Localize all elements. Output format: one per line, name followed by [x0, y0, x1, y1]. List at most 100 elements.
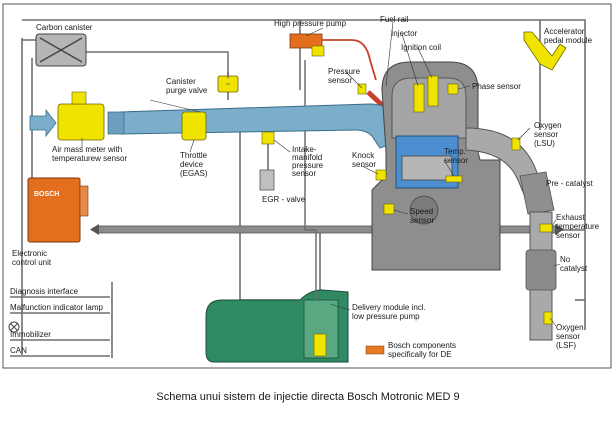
label-ecu: Electronic control unit [12, 249, 52, 267]
label-high-pressure-pump: High pressure pump [274, 19, 347, 28]
fuel-tank-group [205, 60, 349, 363]
throttle-device [181, 111, 207, 141]
label-accelerator-line2: pedal module [544, 36, 593, 45]
air-mass-meter-connector [71, 91, 87, 105]
label-knock-line2: sensor [352, 160, 376, 169]
label-exhaust-temp-sensor: Exhaust temperature sensor [556, 213, 601, 240]
ecu-connector [79, 185, 89, 217]
ecu-group [27, 177, 89, 243]
label-temp-sensor: Temp. sensor [444, 147, 468, 165]
injector [413, 83, 425, 113]
label-ignition-coil: Ignition coil [401, 43, 441, 52]
diagram-caption: Schema unui sistem de injectie directa B… [156, 391, 459, 403]
label-air-mass-line1: Air mass meter with [52, 145, 122, 154]
accelerator-pedal [523, 31, 567, 71]
nox-catalyst [525, 249, 557, 291]
engine-group [371, 61, 501, 271]
intake-bellows [107, 111, 125, 135]
exhaust-temp-sensor [539, 223, 553, 233]
label-ecu-line2: control unit [12, 258, 52, 267]
label-air-mass-line2: temperaturew sensor [52, 154, 127, 163]
accelerator-pedal-module [523, 31, 567, 71]
label-egr-valve: EGR - valve [262, 195, 306, 204]
label-lsf-line2: sensor [556, 332, 580, 341]
signal-bus-arrow-left [90, 224, 99, 235]
low-pressure-pump [313, 333, 327, 357]
label-can: CAN [10, 346, 27, 355]
label-ecu-line1: Electronic [12, 249, 47, 258]
label-lsf-line1: Oxygen [556, 323, 584, 332]
label-exhaust-line2: temperature [556, 222, 600, 231]
label-exhaust-line3: sensor [556, 231, 580, 240]
wire-top [22, 19, 586, 30]
air-mass-meter [57, 103, 105, 141]
label-throttle-line3: (EGAS) [180, 169, 208, 178]
label-intake-line2: manifold [292, 153, 322, 162]
label-accelerator-module: Accelerator pedal module [544, 27, 593, 45]
lamp-cross [10, 323, 18, 331]
label-pressure-line1: Pressure [328, 67, 361, 76]
egr-valve [259, 169, 275, 191]
label-lsf-line3: (LSF) [556, 341, 576, 350]
label-intake-line3: pressure [292, 161, 324, 170]
label-temp-line2: sensor [444, 156, 468, 165]
fuel-line-low [304, 60, 317, 300]
fuel-line-high [322, 39, 377, 81]
label-oxygen-sensor-lsf: Oxygen sensor (LSF) [556, 323, 586, 350]
label-immobilizer: Immobilizer [10, 330, 51, 339]
ecu-signal-bus [90, 224, 564, 235]
malfunction-lamp-icon [8, 321, 20, 333]
label-lsu-line3: (LSU) [534, 139, 555, 148]
label-throttle-device: Throttle device (EGAS) [180, 151, 209, 178]
label-delivery-line2: low pressure pump [352, 312, 420, 321]
label-delivery-line1: Delivery module incl. [352, 303, 426, 312]
knock-sensor [375, 169, 387, 181]
ignition-coil [427, 75, 439, 107]
label-nox-line2: catalyst [560, 264, 588, 273]
label-malfunction-lamp: Malfunction indicator lamp [10, 303, 103, 312]
label-speed-sensor: Speed sensor [410, 207, 435, 225]
label-nox-line1: No [560, 255, 571, 264]
flywheel [409, 195, 439, 225]
label-bosch-line1: Bosch components [388, 341, 456, 350]
label-lsu-line2: sensor [534, 130, 558, 139]
exhaust-system [465, 127, 557, 341]
pre-catalyst [519, 171, 555, 215]
label-diagnosis-interface: Diagnosis interface [10, 287, 79, 296]
label-intake-manifold-sensor: Intake- manifold pressure sensor [292, 145, 325, 178]
oxygen-sensor-lsu [511, 137, 521, 151]
cylinder-head [391, 77, 467, 139]
leader-lines [81, 21, 561, 327]
label-fuel-rail: Fuel rail [380, 15, 409, 24]
label-knock-line1: Knock [352, 151, 375, 160]
label-intake-line4: sensor [292, 169, 316, 178]
signal-bus-arrow-right [555, 224, 564, 235]
legend-swatch-bosch-de [365, 345, 385, 355]
high-pressure-pump-valve [311, 45, 325, 57]
label-pre-catalyst: Pre - catalyst [546, 179, 593, 188]
label-oxygen-sensor-lsu: Oxygen sensor (LSU) [534, 121, 564, 148]
label-exhaust-line1: Exhaust [556, 213, 586, 222]
label-bosch-components: Bosch components specifically for DE [388, 341, 458, 359]
label-pressure-sensor: Pressure sensor [328, 67, 362, 85]
label-throttle-line2: device [180, 160, 204, 169]
label-delivery-module: Delivery module incl. low pressure pump [352, 303, 428, 321]
label-carbon-canister: Carbon canister [36, 23, 93, 32]
high-pressure-pump [289, 33, 323, 49]
label-nox-catalyst: No catalyst [560, 255, 588, 273]
label-canister-line1: Canister [166, 77, 196, 86]
labels: Carbon canister High pressure pump Fuel … [10, 15, 601, 359]
label-phase-sensor: Phase sensor [472, 82, 521, 91]
piston [401, 155, 453, 181]
speed-sensor [383, 203, 395, 215]
ecu [27, 177, 81, 243]
label-knock-sensor: Knock sensor [352, 151, 376, 169]
label-speed-line1: Speed [410, 207, 433, 216]
label-canister-line2: purge valve [166, 86, 208, 95]
oxygen-sensor-lsf [543, 311, 553, 325]
intake-manifold-sensor [261, 131, 275, 145]
label-throttle-line1: Throttle [180, 151, 208, 160]
label-air-mass-meter: Air mass meter with temperaturew sensor [52, 145, 127, 163]
label-bosch-line2: specifically for DE [388, 350, 452, 359]
